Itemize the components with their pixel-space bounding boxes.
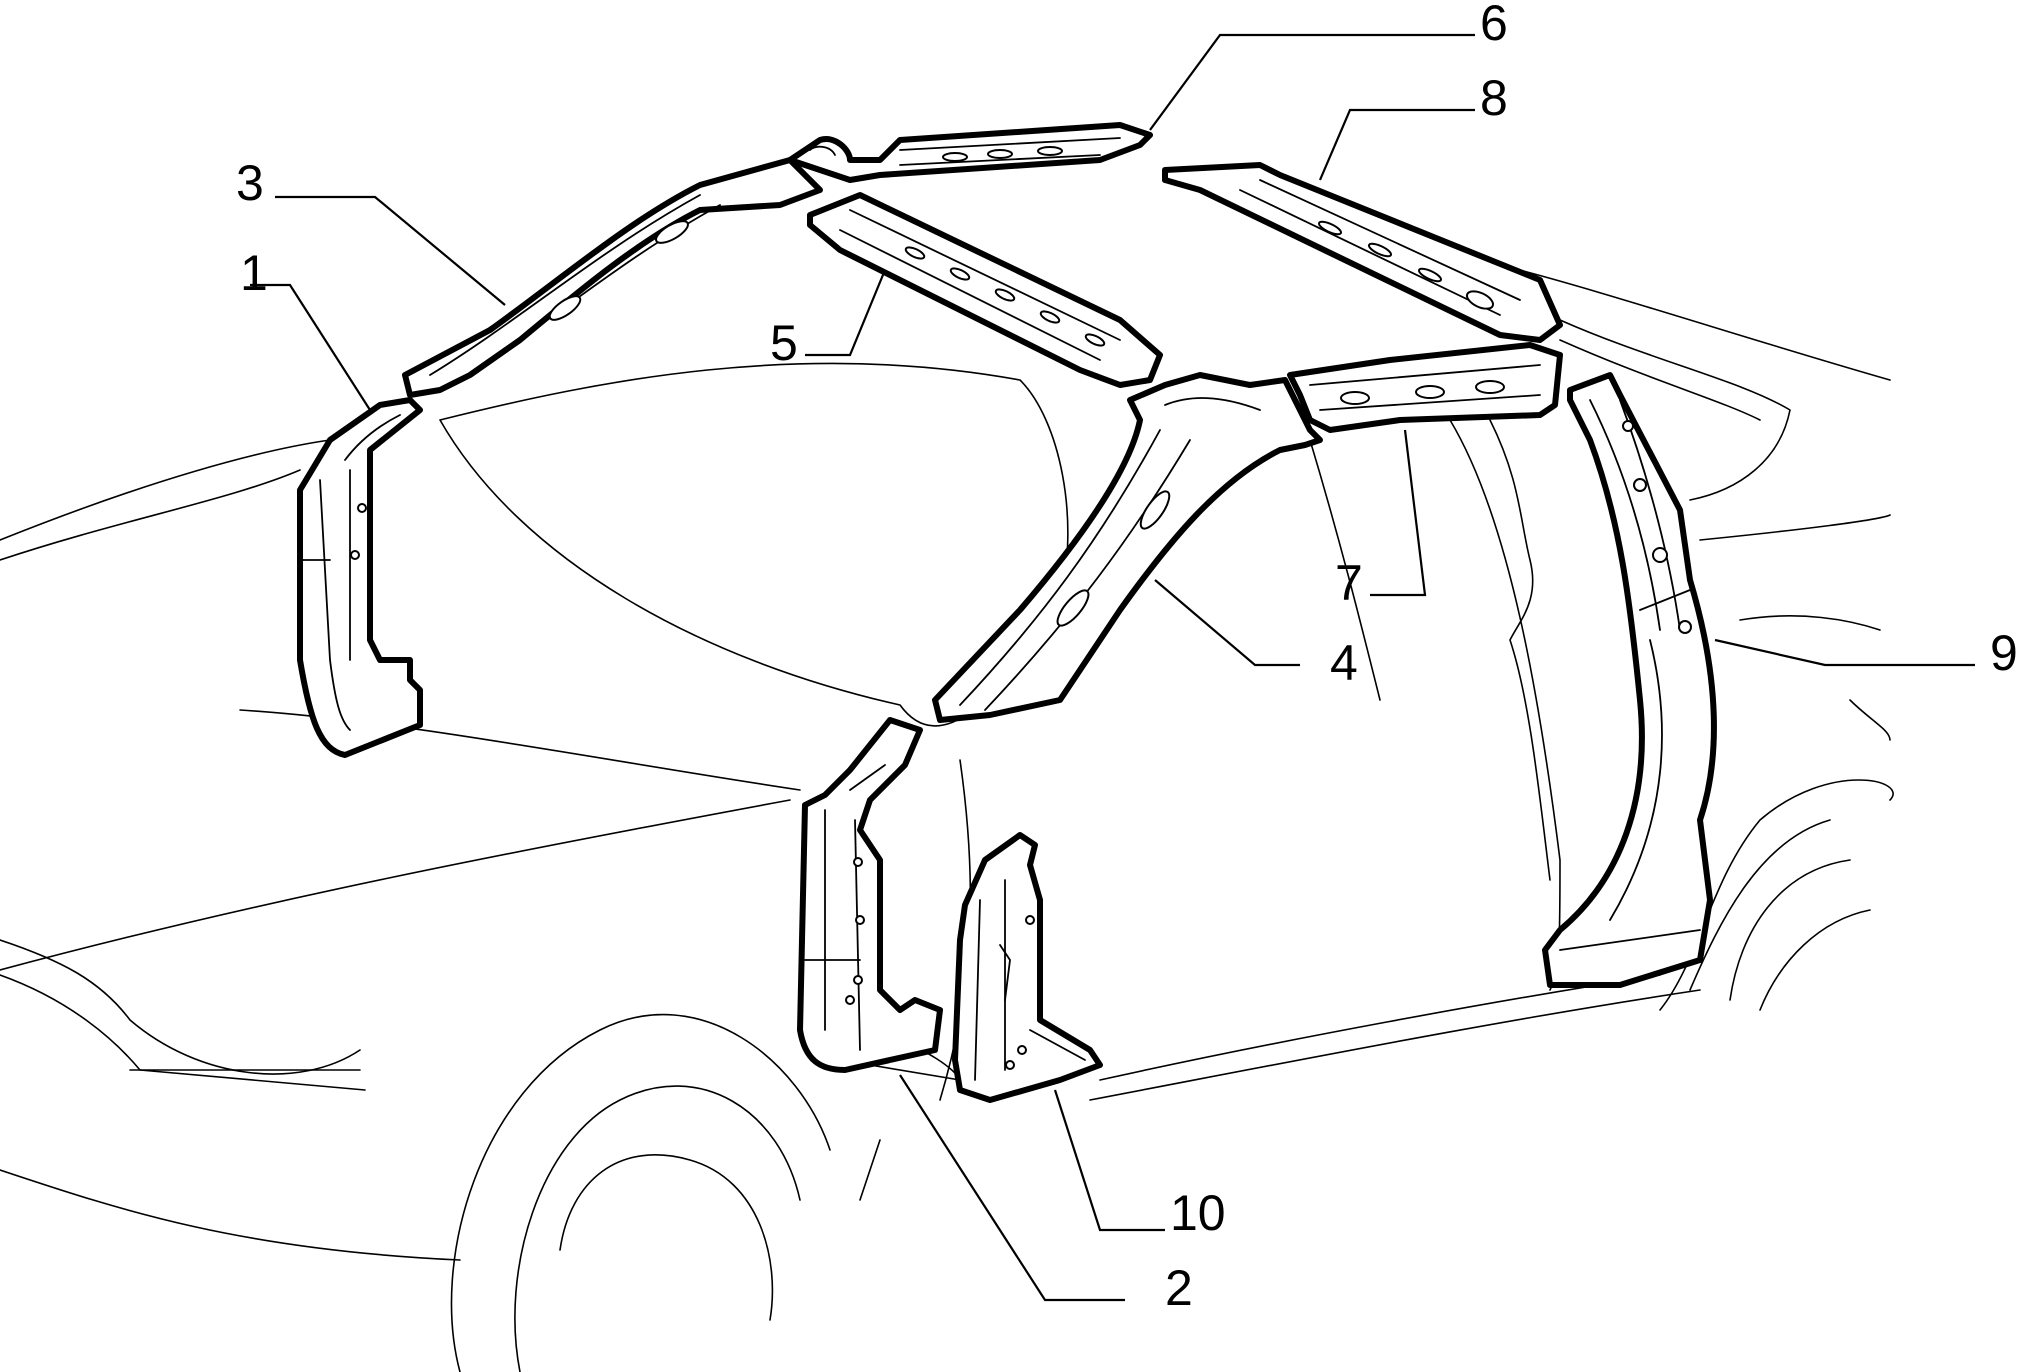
leader-line-2	[899, 1074, 1125, 1302]
part-6-roof-front-crossmember	[787, 122, 1153, 183]
part-1-a-pillar-lower-left	[297, 397, 423, 758]
leader-line-5	[805, 269, 887, 357]
leader-line-7	[1370, 429, 1427, 597]
part-10-b-pillar-lower	[952, 832, 1103, 1103]
callout-label-9: 9	[1990, 625, 2018, 681]
callout-label-5: 5	[770, 315, 798, 371]
leader-line-8	[1318, 108, 1475, 181]
part-8-roof-rail-right	[1162, 162, 1563, 343]
part-9-b-pillar-rear	[1542, 372, 1717, 988]
leader-line-6	[1149, 33, 1475, 131]
part-5-roof-rail-left	[807, 192, 1163, 388]
part-7-roof-center-crossmember	[1287, 342, 1563, 433]
callout-label-4: 4	[1330, 635, 1358, 691]
callout-label-1: 1	[240, 245, 268, 301]
callout-label-8: 8	[1480, 70, 1508, 126]
part-4-a-pillar-upper-right	[932, 372, 1323, 723]
callout-label-6: 6	[1480, 0, 1508, 51]
leader-line-10	[1053, 1089, 1165, 1232]
callout-label-2: 2	[1165, 1260, 1193, 1316]
callout-labels: 1 2 3 4 5 6 7 8 9 10	[236, 0, 2018, 1316]
callout-label-10: 10	[1170, 1185, 1226, 1241]
leader-line-9	[1714, 638, 1975, 667]
leader-line-1	[250, 283, 371, 411]
callout-label-3: 3	[236, 155, 264, 211]
leader-lines	[250, 33, 1975, 1302]
part-2-a-pillar-lower-right	[797, 717, 943, 1073]
leader-line-3	[275, 195, 506, 306]
leader-line-4	[1154, 579, 1300, 667]
part-3-a-pillar-upper-left	[402, 157, 823, 398]
callout-label-7: 7	[1335, 555, 1363, 611]
